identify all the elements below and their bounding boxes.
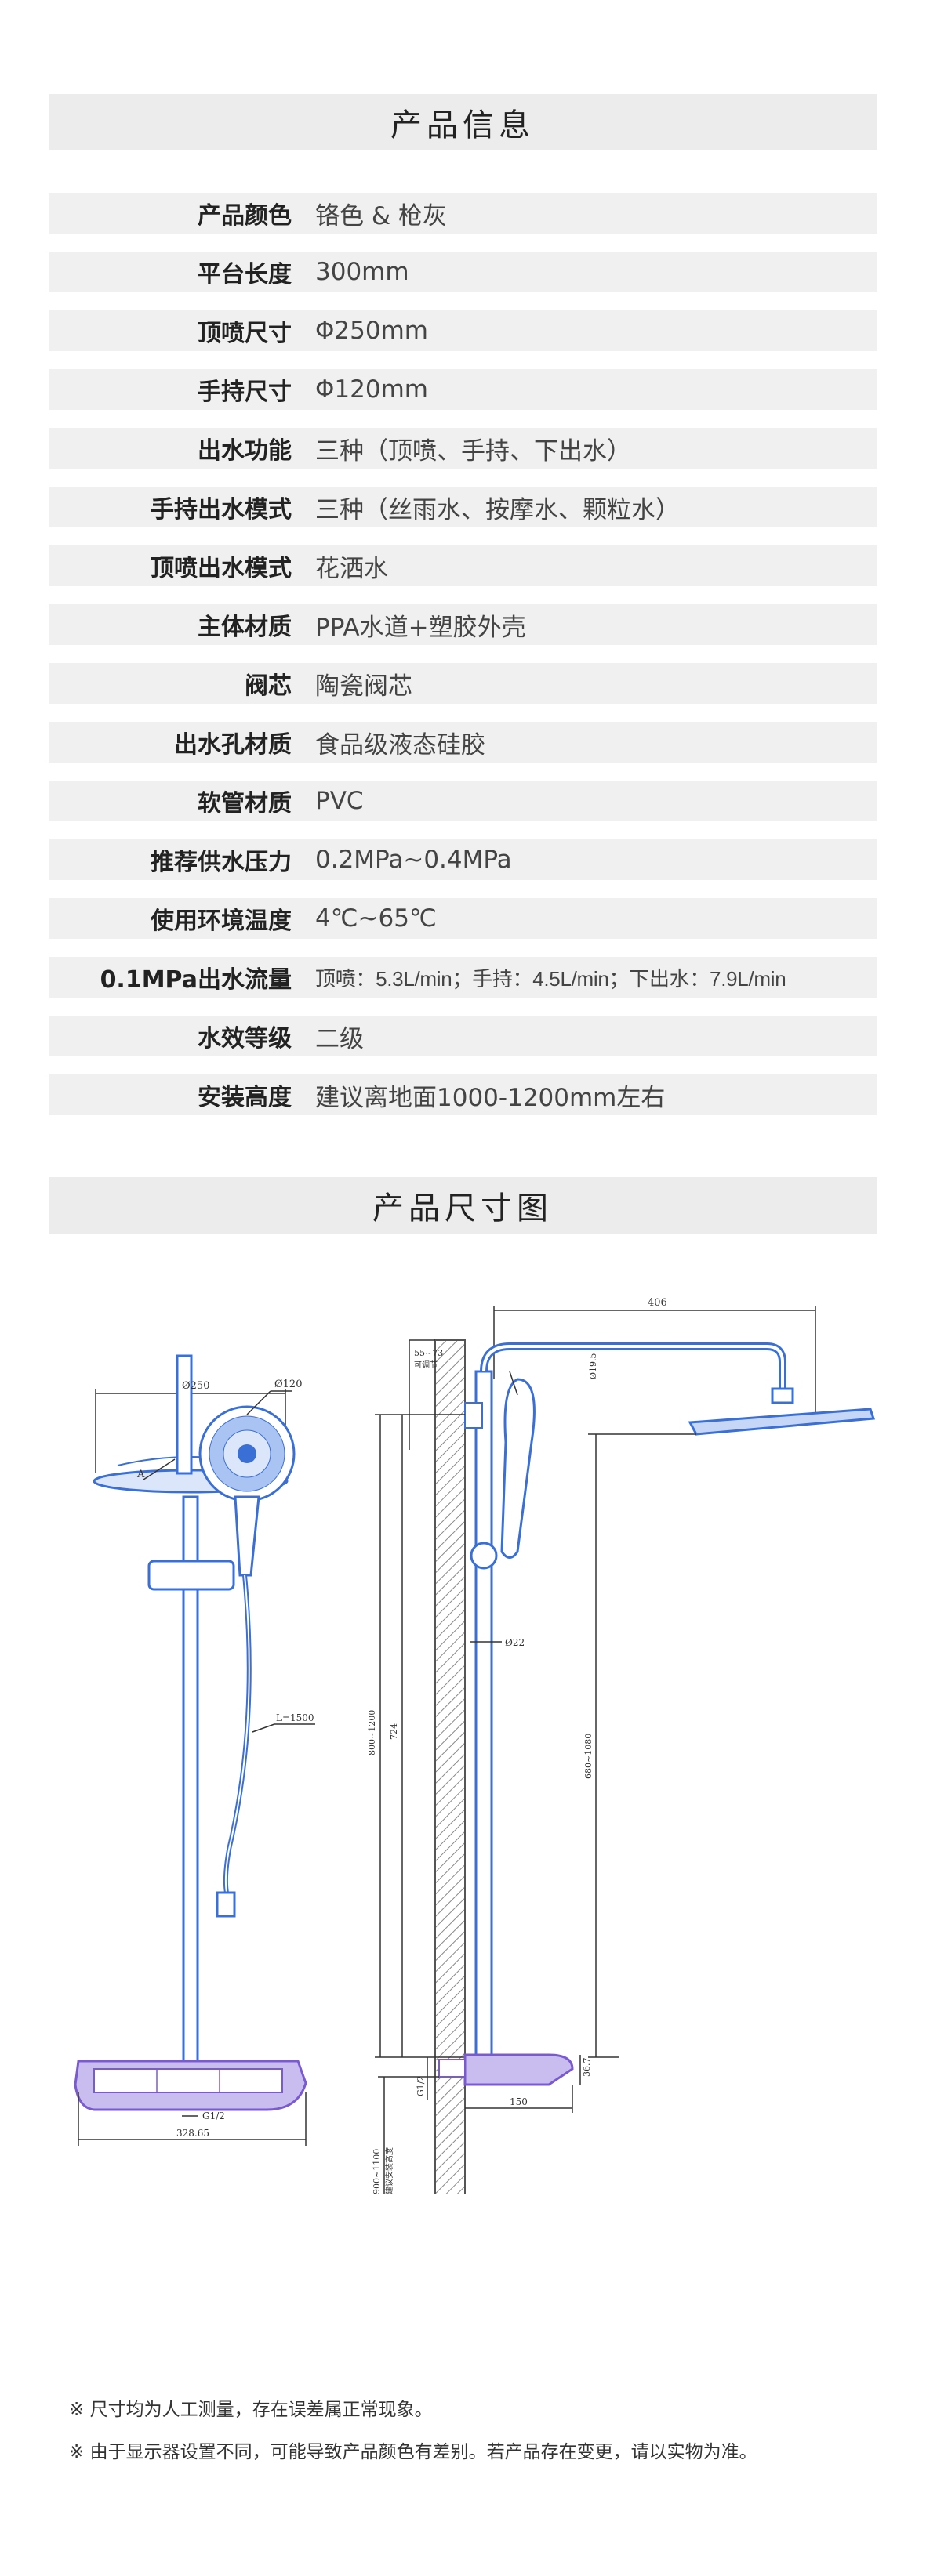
spec-label: 手持出水模式 — [151, 496, 292, 524]
dim-label: 724 — [389, 1723, 399, 1740]
spec-label: 产品颜色 — [198, 202, 292, 230]
spec-value: 300mm — [315, 258, 409, 286]
dim-label: L=1500 — [276, 1712, 314, 1723]
spec-value: 三种（顶喷、手持、下出水） — [315, 437, 631, 466]
dimension-drawing: Ø250 Ø120 A L=1500 G1/2 328.65 — [74, 1297, 876, 2194]
spec-label: 推荐供水压力 — [151, 849, 292, 876]
spec-row: 主体材质 PPA水道+塑胶外壳 — [49, 604, 877, 645]
spec-value: PPA水道+塑胶外壳 — [315, 613, 526, 642]
spec-value: 0.2MPa~0.4MPa — [315, 846, 512, 874]
spec-row: 平台长度 300mm — [49, 252, 877, 292]
spec-value: 陶瓷阀芯 — [315, 672, 412, 701]
spec-value: 建议离地面1000-1200mm左右 — [315, 1083, 666, 1112]
spec-value: Φ250mm — [315, 317, 428, 345]
dim-label: 328.65 — [176, 2128, 209, 2139]
spec-label: 顶喷出水模式 — [151, 555, 292, 582]
spec-label: 0.1MPa出水流量 — [100, 966, 292, 994]
spec-table: 产品颜色铬色 & 枪灰 平台长度 300mm 顶喷尺寸 Φ250mm 手持尺寸 Φ12… — [49, 193, 877, 1133]
spec-row: 产品颜色铬色 & 枪灰 — [49, 193, 877, 234]
dim-label: 可调节 — [414, 1360, 438, 1370]
side-platform — [463, 2053, 574, 2086]
spec-row: 使用环境温度 4℃~65℃ — [49, 898, 877, 939]
dim-label: 建议安装高度 — [384, 2147, 394, 2194]
product-info-title: 产品信息 — [49, 94, 877, 150]
dim-label: A — [136, 1469, 145, 1480]
spec-row: 顶喷出水模式花洒水 — [49, 545, 877, 586]
footnote: ※ 由于显示器设置不同，可能导致产品颜色有差别。若产品存在变更，请以实物为准。 — [69, 2442, 757, 2462]
wall — [434, 1339, 466, 2194]
spec-value: 三种（丝雨水、按摩水、颗粒水） — [315, 495, 680, 524]
spec-value: 4℃~65℃ — [315, 904, 437, 933]
spec-label: 平台长度 — [198, 261, 292, 288]
side-top-shower — [688, 1408, 876, 1436]
dim-label: Ø19.5 — [588, 1353, 598, 1379]
side-view — [375, 1306, 876, 2194]
spec-row: 推荐供水压力 0.2MPa~0.4MPa — [49, 839, 877, 880]
spec-value: 二级 — [315, 1024, 364, 1053]
dim-label: G1/2 — [416, 2076, 426, 2097]
dim-label: 800~1200 — [367, 1710, 377, 1755]
dim-label: 150 — [510, 2096, 528, 2107]
spec-row: 手持出水模式三种（丝雨水、按摩水、颗粒水） — [49, 487, 877, 527]
spec-label: 水效等级 — [198, 1025, 292, 1053]
spec-row: 阀芯陶瓷阀芯 — [49, 663, 877, 704]
dim-label: 680~1080 — [583, 1734, 594, 1779]
footnotes: ※ 尺寸均为人工测量，存在误差属正常现象。 ※ 由于显示器设置不同，可能导致产品… — [69, 2389, 757, 2473]
dim-label: 406 — [648, 1297, 667, 1309]
spec-label: 安装高度 — [198, 1084, 292, 1111]
spec-row: 出水功能三种（顶喷、手持、下出水） — [49, 428, 877, 469]
spec-label: 出水孔材质 — [174, 731, 292, 759]
spec-row: 手持尺寸 Φ120mm — [49, 369, 877, 410]
dimensions-title: 产品尺寸图 — [49, 1177, 877, 1234]
front-view — [74, 1354, 315, 2146]
spec-value: PVC — [315, 787, 364, 815]
spec-row: 水效等级二级 — [49, 1016, 877, 1056]
spec-row: 软管材质 PVC — [49, 781, 877, 821]
dim-label: 36.7 — [582, 2058, 592, 2078]
dim-label: Ø22 — [505, 1637, 525, 1648]
dim-label: Ø250 — [182, 1380, 209, 1392]
dim-label: 55~73 — [414, 1348, 443, 1358]
side-hand-shower — [500, 1378, 536, 1559]
spec-label: 顶喷尺寸 — [198, 320, 292, 347]
spec-label: 出水功能 — [198, 437, 292, 465]
footnote: ※ 尺寸均为人工测量，存在误差属正常现象。 — [69, 2400, 433, 2420]
side-riser — [474, 1370, 493, 2059]
spec-label: 使用环境温度 — [151, 908, 292, 935]
spec-label: 阀芯 — [245, 672, 292, 700]
dim-label: 900~1100 — [372, 2149, 382, 2194]
spec-label: 手持尺寸 — [198, 379, 292, 406]
dim-label: Ø120 — [274, 1379, 302, 1390]
spec-value: 铬色 & 枪灰 — [315, 201, 447, 230]
spec-row: 出水孔材质食品级液态硅胶 — [49, 722, 877, 763]
dim-label: G1/2 — [202, 2110, 225, 2121]
spec-row: 0.1MPa出水流量顶喷：5.3L/min；手持：4.5L/min；下出水：7.… — [49, 957, 877, 998]
spec-value: 食品级液态硅胶 — [315, 730, 485, 759]
spec-value: 花洒水 — [315, 554, 388, 583]
spec-row: 顶喷尺寸 Φ250mm — [49, 310, 877, 351]
spec-label: 软管材质 — [198, 790, 292, 817]
spec-row: 安装高度建议离地面1000-1200mm左右 — [49, 1074, 877, 1115]
spec-label: 主体材质 — [198, 614, 292, 641]
spec-value: Φ120mm — [315, 375, 428, 404]
spec-value: 顶喷：5.3L/min；手持：4.5L/min；下出水：7.9L/min — [315, 966, 786, 991]
